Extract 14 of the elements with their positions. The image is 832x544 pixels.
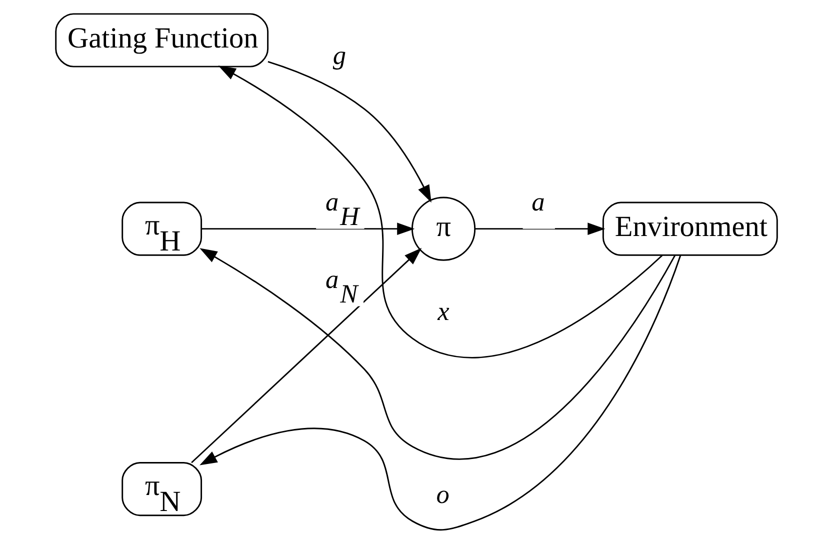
arrow xyxy=(199,248,676,460)
edge-label: g xyxy=(332,41,346,70)
arrow xyxy=(267,61,431,203)
edge-label: o xyxy=(436,480,449,509)
node-box: Gating Function xyxy=(54,13,268,68)
arrow xyxy=(218,66,662,358)
arrow xyxy=(200,222,414,235)
arrow xyxy=(474,222,605,235)
arrow xyxy=(190,248,422,464)
edge-label: x xyxy=(437,297,449,326)
node-box: Environment xyxy=(602,202,778,256)
node-circle: π xyxy=(410,196,476,261)
arrow xyxy=(199,254,681,530)
edge-label: a xyxy=(531,187,544,216)
